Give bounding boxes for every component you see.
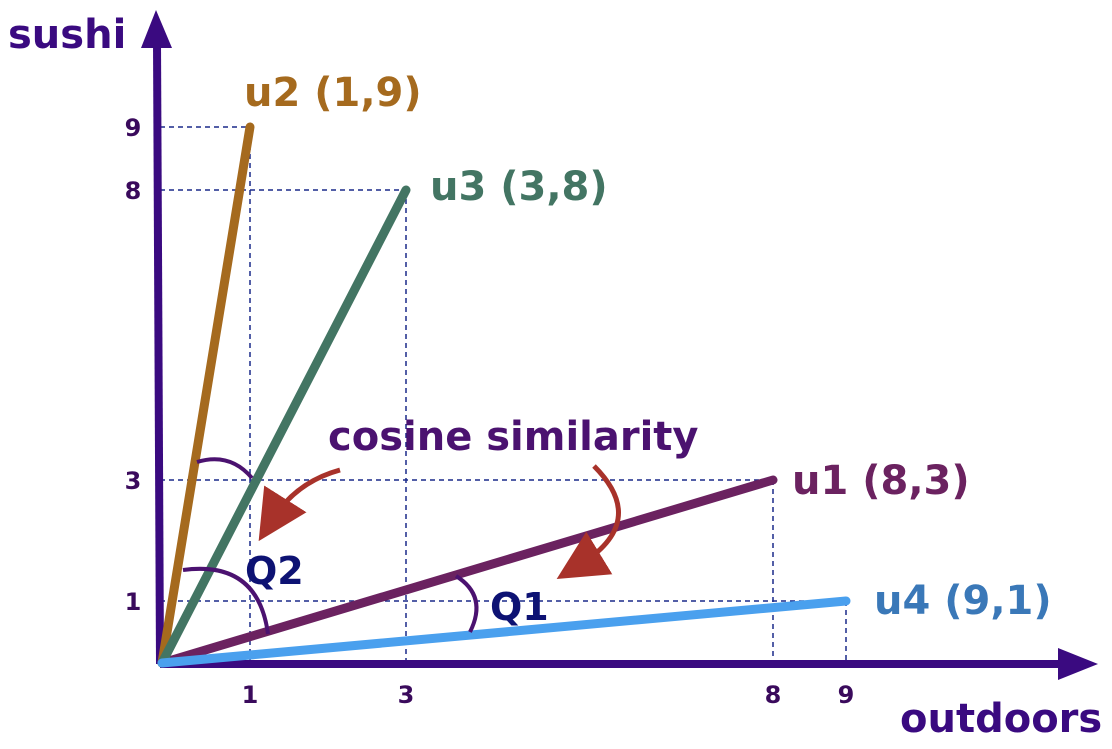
- vector-u2: [157, 122, 255, 668]
- vector-u1: [157, 475, 778, 668]
- callout-arrow-right: [556, 464, 621, 580]
- vector-u3: [157, 185, 411, 668]
- vector-label-u2: u2 (1,9): [244, 70, 422, 116]
- y-tick-label: 8: [125, 177, 142, 205]
- arc-u2-u3: [196, 457, 254, 480]
- x-tick-label: 8: [765, 681, 782, 709]
- x-axis-title: outdoors: [900, 696, 1102, 742]
- vector-label-u1: u1 (8,3): [792, 458, 970, 504]
- x-tick-label: 3: [398, 681, 415, 709]
- x-axis-arrowhead: [1058, 648, 1098, 680]
- angle-label-q1: Q1: [490, 585, 549, 629]
- tick-labels: 1 3 8 9 1 3 8 9: [125, 114, 855, 709]
- arc-q1: [454, 574, 479, 633]
- axes: [141, 10, 1098, 680]
- projection-guides: [160, 126, 847, 664]
- angle-label-q2: Q2: [245, 549, 304, 593]
- x-tick-label: 9: [838, 681, 855, 709]
- arc-q2: [182, 566, 270, 635]
- vector-u4: [157, 596, 851, 668]
- y-axis-line: [153, 41, 164, 665]
- y-tick-label: 9: [125, 114, 142, 142]
- y-axis-arrowhead: [141, 10, 172, 48]
- x-tick-label: 1: [242, 681, 259, 709]
- y-tick-label: 1: [125, 588, 142, 616]
- angle-arcs: [182, 457, 479, 635]
- vector-label-u3: u3 (3,8): [430, 164, 608, 210]
- vector-label-u4: u4 (9,1): [874, 578, 1052, 624]
- y-tick-label: 3: [125, 467, 142, 495]
- callout-arrow-left: [258, 467, 341, 542]
- y-axis-title: sushi: [8, 12, 126, 58]
- cosine-similarity-callout: cosine similarity: [328, 414, 699, 460]
- vectors: [157, 122, 851, 668]
